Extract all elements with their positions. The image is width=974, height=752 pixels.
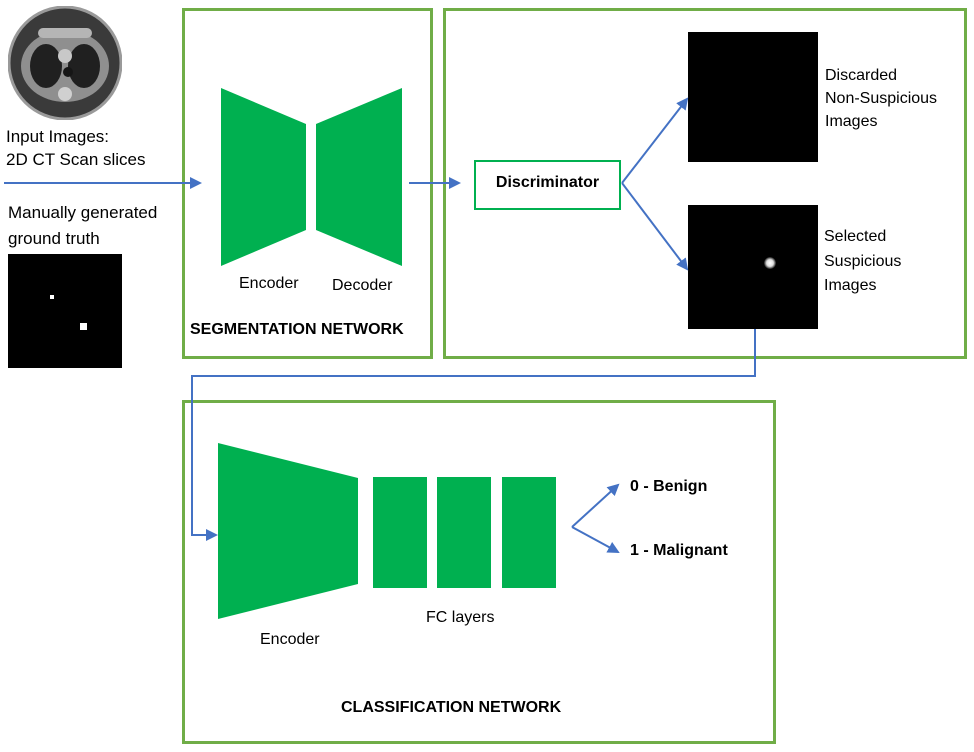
fc-layer-2 [437,477,491,588]
selected-nodule [764,257,776,269]
classification-encoder-shape [218,443,358,619]
arrow-discriminator-to-discarded [621,97,689,184]
selected-label-line1: Selected [824,228,887,245]
output-malignant-label: 1 - Malignant [630,542,728,559]
segmentation-decoder-shape [316,88,402,266]
selected-image [688,205,818,329]
discarded-image [688,32,818,162]
discarded-label-line3: Images [825,113,878,130]
ground-truth-label: Manually generated [8,203,158,222]
selected-label-line2: Suspicious [824,253,902,270]
classification-network-title: CLASSIFICATION NETWORK [341,699,562,716]
mask-nodule-small [50,295,54,299]
ground-truth-mask-image [8,254,122,368]
output-benign-label: 0 - Benign [630,478,708,495]
arrow-selected-to-classification [191,329,756,541]
fc-layer-3 [502,477,556,588]
ct-scan-image [8,6,122,120]
arrow-to-benign [571,483,620,528]
arrow-to-malignant [571,526,620,553]
selected-label-line3: Images [824,277,877,294]
segmentation-decoder-label: Decoder [332,277,393,294]
classification-encoder-label: Encoder [260,631,320,648]
segmentation-network-title: SEGMENTATION NETWORK [190,321,404,338]
ground-truth-sublabel: ground truth [8,229,100,248]
input-images-label: Input Images: [6,127,110,146]
discriminator-label: Discriminator [495,174,600,191]
segmentation-encoder-shape [221,88,306,266]
mask-nodule-large [80,323,87,330]
discarded-label-line2: Non-Suspicious [825,90,938,107]
input-images-sublabel: 2D CT Scan slices [6,150,146,169]
fc-layer-1 [373,477,427,588]
arrow-discriminator-to-selected [621,182,689,271]
segmentation-encoder-label: Encoder [239,275,299,292]
discarded-label-line1: Discarded [825,67,898,84]
fc-layers-label: FC layers [426,609,495,626]
discriminator-node: Discriminator [474,160,621,210]
